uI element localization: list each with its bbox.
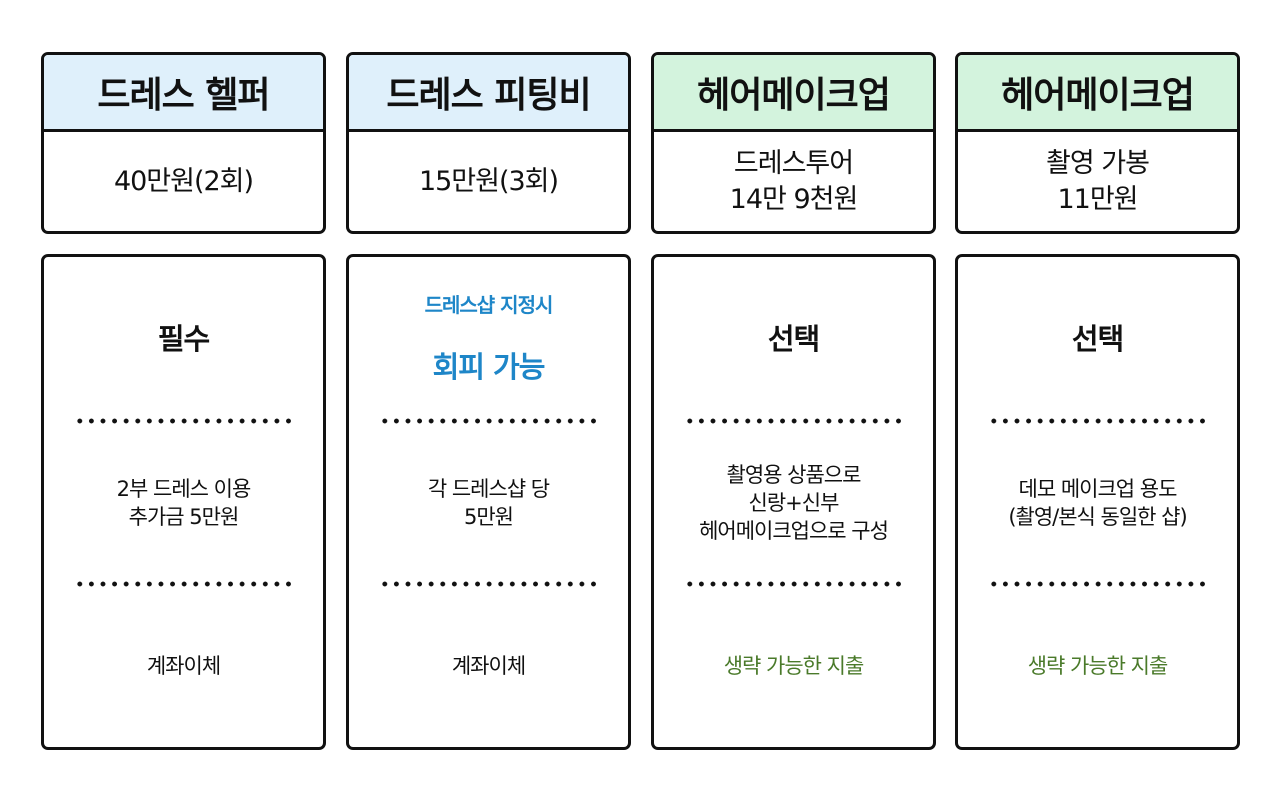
price-line: 14만 9천원 xyxy=(729,183,859,215)
payment-section: 생략 가능한 지출 xyxy=(654,587,933,743)
cost-item-title: 헤어메이크업 xyxy=(654,55,933,132)
cost-item-title: 드레스 헬퍼 xyxy=(44,55,323,132)
cost-column: 드레스 헬퍼 40만원(2회) 필수 2부 드레스 이용 추가금 5만원 계좌이… xyxy=(41,52,326,750)
price-line: 드레스투어 xyxy=(733,147,854,179)
requirement-label: 선택 xyxy=(767,322,820,356)
dotted-divider xyxy=(379,581,598,587)
payment-section: 계좌이체 xyxy=(44,587,323,743)
cost-item-title: 드레스 피팅비 xyxy=(349,55,628,132)
cost-header-card: 헤어메이크업 촬영 가봉 11만원 xyxy=(955,52,1240,234)
description-line: 각 드레스샵 당 xyxy=(427,476,550,501)
payment-label: 생략 가능한 지출 xyxy=(1027,654,1169,678)
payment-label: 계좌이체 xyxy=(146,654,221,678)
requirement-section: 선택 xyxy=(654,257,933,417)
cost-header-card: 드레스 헬퍼 40만원(2회) xyxy=(41,52,326,234)
requirement-note: 드레스샵 지정시 xyxy=(424,292,554,317)
description-line: 추가금 5만원 xyxy=(128,504,240,529)
description-line: 2부 드레스 이용 xyxy=(116,476,252,501)
cost-price: 촬영 가봉 11만원 xyxy=(958,132,1237,231)
dotted-divider xyxy=(74,418,293,424)
cost-header-card: 드레스 피팅비 15만원(3회) xyxy=(346,52,631,234)
cost-price: 드레스투어 14만 9천원 xyxy=(654,132,933,231)
cost-column: 헤어메이크업 촬영 가봉 11만원 선택 데모 메이크업 용도 (촬영/본식 동… xyxy=(955,52,1240,750)
price-line: 11만원 xyxy=(1057,183,1138,215)
cost-column: 드레스 피팅비 15만원(3회) 드레스샵 지정시 회피 가능 각 드레스샵 당… xyxy=(346,52,631,750)
payment-label: 생략 가능한 지출 xyxy=(723,654,865,678)
requirement-section: 선택 xyxy=(958,257,1237,417)
dotted-divider xyxy=(684,581,903,587)
payment-section: 생략 가능한 지출 xyxy=(958,587,1237,743)
dotted-divider xyxy=(684,418,903,424)
cost-column: 헤어메이크업 드레스투어 14만 9천원 선택 촬영용 상품으로 신랑+신부 헤… xyxy=(651,52,936,750)
price-line: 촬영 가봉 xyxy=(1046,147,1150,179)
description-line: 5만원 xyxy=(463,504,514,529)
requirement-label: 선택 xyxy=(1071,322,1124,356)
description-line: (촬영/본식 동일한 샵) xyxy=(1008,504,1187,529)
requirement-section: 드레스샵 지정시 회피 가능 xyxy=(349,257,628,417)
cost-price: 15만원(3회) xyxy=(349,132,628,231)
price-line: 40만원(2회) xyxy=(113,165,254,197)
cost-detail-card: 선택 촬영용 상품으로 신랑+신부 헤어메이크업으로 구성 생략 가능한 지출 xyxy=(651,254,936,750)
requirement-label: 회피 가능 xyxy=(432,349,546,384)
price-line: 15만원(3회) xyxy=(418,165,559,197)
description-section: 촬영용 상품으로 신랑+신부 헤어메이크업으로 구성 xyxy=(654,425,933,580)
cost-detail-card: 필수 2부 드레스 이용 추가금 5만원 계좌이체 xyxy=(41,254,326,750)
cost-item-title: 헤어메이크업 xyxy=(958,55,1237,132)
requirement-section: 필수 xyxy=(44,257,323,417)
description-line: 데모 메이크업 용도 xyxy=(1018,476,1178,501)
description-line: 촬영용 상품으로 xyxy=(726,462,862,487)
payment-label: 계좌이체 xyxy=(451,654,526,678)
description-section: 2부 드레스 이용 추가금 5만원 xyxy=(44,425,323,580)
description-section: 각 드레스샵 당 5만원 xyxy=(349,425,628,580)
requirement-label: 필수 xyxy=(157,322,210,356)
cost-header-card: 헤어메이크업 드레스투어 14만 9천원 xyxy=(651,52,936,234)
dotted-divider xyxy=(988,581,1207,587)
dotted-divider xyxy=(379,418,598,424)
cost-detail-card: 선택 데모 메이크업 용도 (촬영/본식 동일한 샵) 생략 가능한 지출 xyxy=(955,254,1240,750)
description-line: 헤어메이크업으로 구성 xyxy=(699,518,889,543)
payment-section: 계좌이체 xyxy=(349,587,628,743)
description-section: 데모 메이크업 용도 (촬영/본식 동일한 샵) xyxy=(958,425,1237,580)
description-line: 신랑+신부 xyxy=(748,490,840,515)
cost-price: 40만원(2회) xyxy=(44,132,323,231)
cost-detail-card: 드레스샵 지정시 회피 가능 각 드레스샵 당 5만원 계좌이체 xyxy=(346,254,631,750)
dotted-divider xyxy=(988,418,1207,424)
dotted-divider xyxy=(74,581,293,587)
